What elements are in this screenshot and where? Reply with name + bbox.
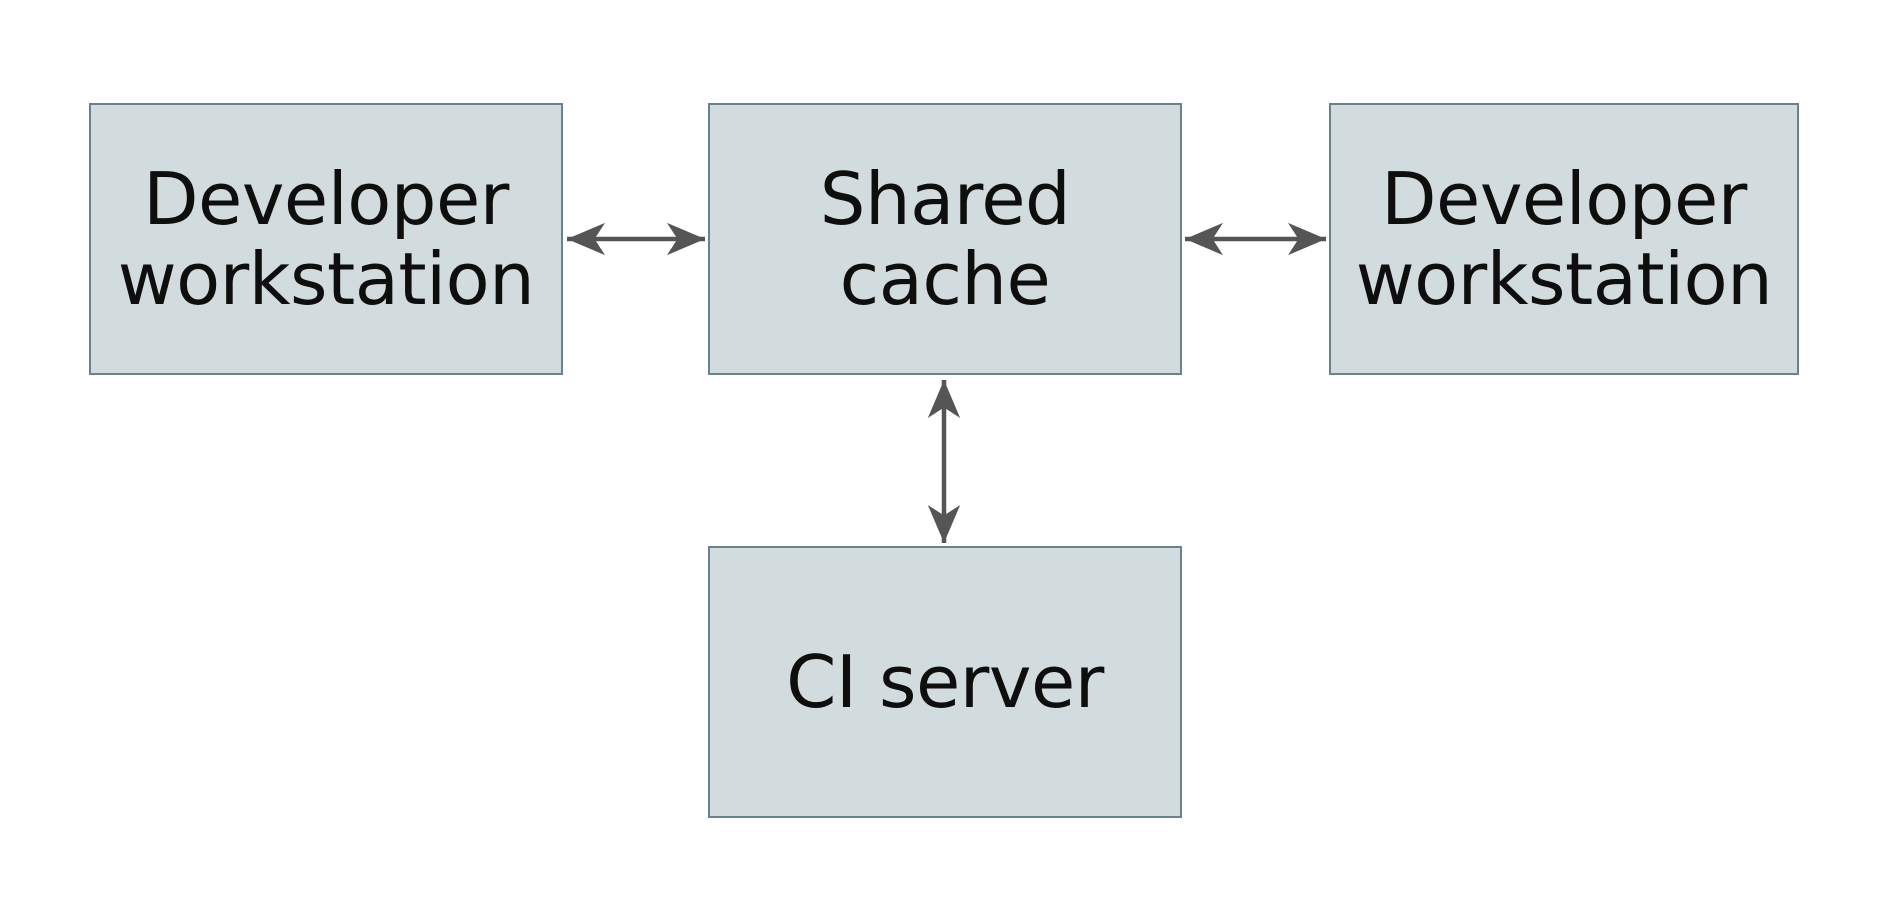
node-label: CI server <box>786 640 1104 724</box>
node-ci-server: CI server <box>708 546 1182 818</box>
node-label: Developer workstation <box>117 157 535 321</box>
node-shared-cache: Shared cache <box>708 103 1182 375</box>
node-developer-workstation-left: Developer workstation <box>89 103 563 375</box>
node-label: Shared cache <box>819 157 1071 321</box>
node-developer-workstation-right: Developer workstation <box>1329 103 1799 375</box>
node-label: Developer workstation <box>1355 157 1773 321</box>
